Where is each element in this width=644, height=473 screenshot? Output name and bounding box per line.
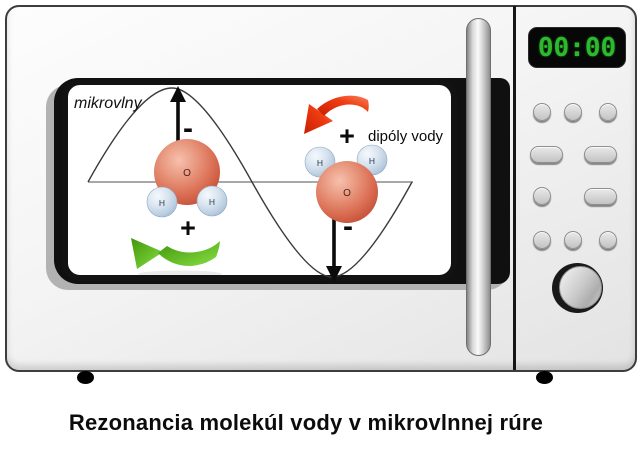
door-handle — [466, 18, 491, 356]
rotation-arrow-red — [304, 95, 369, 134]
sine-wave — [87, 87, 413, 278]
timer-digits: 00:00 — [537, 32, 617, 63]
field-arrow-up-head — [170, 86, 186, 102]
round-button — [564, 231, 582, 249]
microwave-foot — [77, 371, 94, 384]
microwaves-label: mikrovlny — [74, 95, 143, 112]
green-arrow-body — [158, 241, 220, 266]
oxygen-label: O — [343, 188, 351, 199]
round-button — [533, 103, 551, 121]
red-arrow-body — [317, 95, 369, 116]
water-dipoles-label: dipóly vody — [368, 128, 444, 145]
image-caption: Rezonancia molekúl vody v mikrovlnnej rú… — [68, 410, 544, 435]
red-arrow-head — [304, 104, 333, 134]
resonance-diagram: O H H H H O - + + - mikrovlny dipóly vod… — [74, 86, 444, 282]
water-molecule-right: H H O — [304, 144, 388, 223]
timer-display: 00:00 — [528, 27, 626, 68]
microwave-foot — [536, 371, 553, 384]
control-knob-face — [559, 266, 602, 309]
pill-button — [584, 188, 617, 205]
hydrogen-label: H — [209, 197, 215, 207]
pill-button — [530, 146, 563, 163]
arrow-shadow — [138, 270, 222, 278]
charge-sign-right-bottom: - — [343, 210, 353, 243]
round-button — [533, 187, 551, 205]
oxygen-atom — [316, 161, 378, 223]
round-button — [564, 103, 582, 121]
hydrogen-atom — [196, 185, 228, 217]
charge-sign-right-top: + — [339, 121, 355, 151]
control-knob — [552, 263, 603, 313]
round-button — [599, 231, 617, 249]
pill-button — [584, 146, 617, 163]
hydrogen-label: H — [369, 156, 375, 166]
water-molecule-left: O H H — [146, 139, 228, 218]
hydrogen-label: H — [317, 158, 323, 168]
diagram-panel: O H H H H O - + + - mikrovlny dipóly vod… — [62, 79, 457, 282]
hydrogen-atom — [146, 186, 178, 218]
hydrogen-label: H — [159, 198, 165, 208]
rotation-arrow-green — [131, 238, 222, 278]
round-button — [533, 231, 551, 249]
field-arrow-down-head — [326, 266, 342, 282]
oxygen-label: O — [183, 168, 191, 179]
charge-sign-left-bottom: + — [180, 213, 196, 243]
charge-sign-left-top: - — [183, 112, 193, 145]
round-button — [599, 103, 617, 121]
green-arrow-head — [131, 238, 163, 269]
door-edge-divider — [513, 6, 516, 370]
